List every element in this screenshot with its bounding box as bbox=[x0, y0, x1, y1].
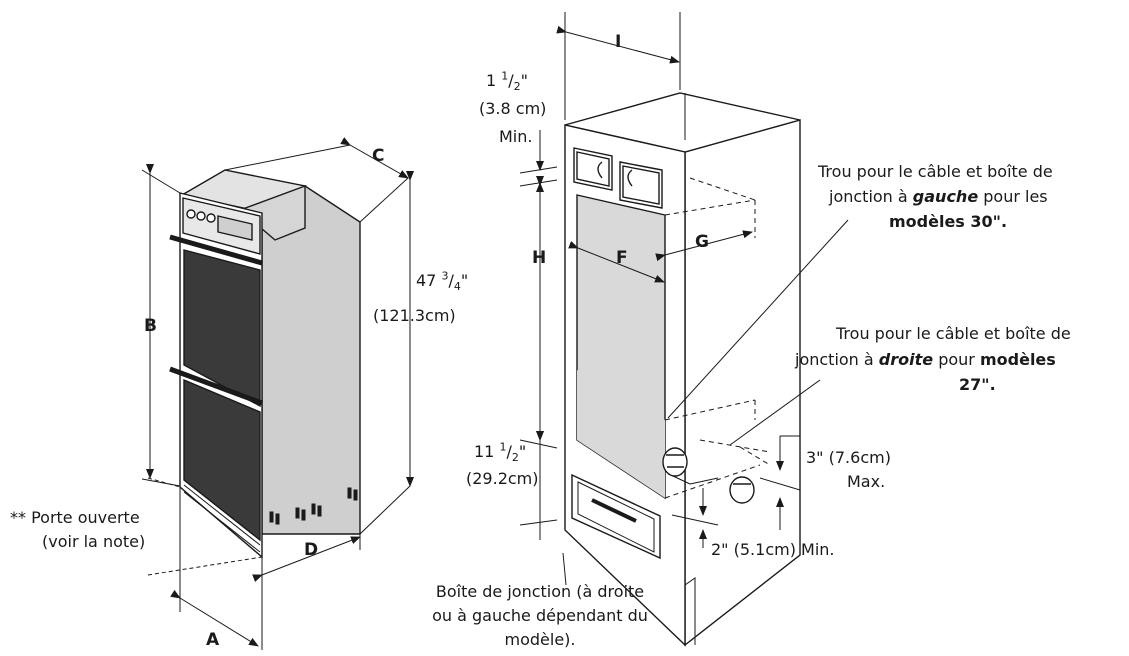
top-clearance-min: Min. bbox=[499, 127, 533, 146]
junction-box-line3: modèle). bbox=[504, 630, 576, 649]
junction-box-line1: Boîte de jonction (à droite bbox=[435, 582, 645, 601]
junction-box-line2: ou à gauche dépendant du bbox=[432, 606, 648, 625]
oven-base-terminals bbox=[269, 487, 358, 525]
junction-box-right bbox=[729, 476, 755, 504]
top-clearance-whole: 1 bbox=[486, 71, 497, 90]
hole-left-line3: modèles 30". bbox=[889, 212, 1008, 231]
junction-box-left bbox=[662, 447, 688, 477]
top-clearance-num: 1 bbox=[501, 69, 509, 83]
hole-left-line2: jonction à gauche pour les bbox=[829, 187, 1048, 207]
max-3in-line2: Max. bbox=[847, 472, 886, 491]
hole-right-pre: jonction à bbox=[795, 350, 879, 369]
dimension-letter-b: B bbox=[144, 316, 157, 336]
upper-oven-door bbox=[183, 249, 261, 408]
door-open-note-line1: ** Porte ouverte bbox=[10, 508, 140, 527]
cabinet-side bbox=[684, 119, 801, 647]
hole-right-line2: jonction à droite pour modèles bbox=[795, 350, 1056, 370]
dimension-letter-d: D bbox=[304, 540, 319, 560]
hole-right-line1: Trou pour le câble et boîte de bbox=[836, 324, 1071, 343]
top-clearance-inch-mark: " bbox=[520, 71, 529, 90]
max-3in-line1: 3" (7.6cm) bbox=[806, 448, 891, 467]
top-clearance-den: 2 bbox=[513, 80, 521, 94]
hole-right-line3: 27". bbox=[959, 375, 996, 394]
dimension-letter-h: H bbox=[532, 248, 547, 268]
wall-oven-illustration bbox=[169, 169, 361, 559]
bottom-height-inch-mark: " bbox=[518, 442, 527, 461]
oven-height-cm: (121.3cm) bbox=[373, 306, 456, 325]
hole-right-emphasis: droite bbox=[878, 350, 934, 369]
dimension-letter-a: A bbox=[206, 630, 220, 650]
bottom-height-num: 1 bbox=[499, 440, 507, 454]
oven-height-den: 4 bbox=[453, 280, 461, 294]
min-2in-label: 2" (5.1cm) Min. bbox=[711, 540, 835, 559]
hole-left-post: pour les bbox=[978, 187, 1048, 206]
oven-height-inches: 47 3/4" bbox=[416, 269, 469, 294]
hole-left-emphasis: gauche bbox=[912, 187, 979, 206]
top-clearance-inches: 1 1/2" bbox=[486, 69, 529, 94]
oven-dimension-lines bbox=[141, 137, 414, 650]
cabinet-illustration bbox=[564, 92, 801, 647]
dimension-letter-i: I bbox=[615, 32, 622, 52]
oven-height-whole: 47 bbox=[416, 271, 437, 290]
dimension-letter-c: C bbox=[372, 146, 385, 166]
dimension-letter-f: F bbox=[616, 248, 628, 268]
hole-left-line1: Trou pour le câble et boîte de bbox=[818, 162, 1053, 181]
cabinet-top-vents bbox=[573, 147, 663, 209]
bottom-height-den: 2 bbox=[511, 451, 519, 465]
oven-height-num: 3 bbox=[441, 269, 449, 283]
top-clearance-cm: (3.8 cm) bbox=[479, 99, 547, 118]
bottom-height-cm: (29.2cm) bbox=[466, 469, 539, 488]
oven-height-inch-mark: " bbox=[460, 271, 469, 290]
hole-left-pre: jonction à bbox=[829, 187, 913, 206]
dimension-letter-g: G bbox=[695, 232, 709, 252]
cabinet-dimension-lines bbox=[519, 12, 849, 586]
bottom-height-inches: 11 1/2" bbox=[474, 440, 527, 465]
door-open-note-line2: (voir la note) bbox=[42, 532, 146, 551]
hole-right-mid: pour bbox=[933, 350, 980, 369]
hole-right-bold: modèles bbox=[979, 350, 1056, 369]
bottom-height-whole: 11 bbox=[474, 442, 495, 461]
